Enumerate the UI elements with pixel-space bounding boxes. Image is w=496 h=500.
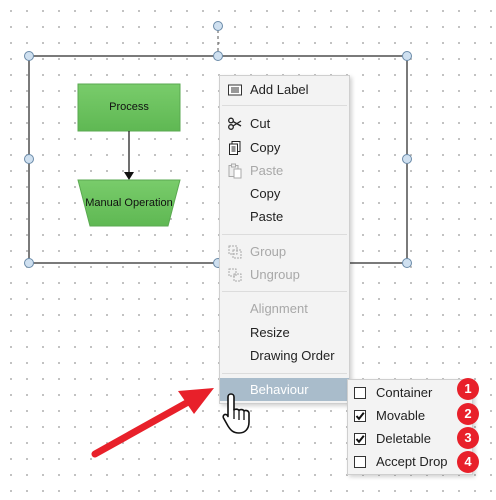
ungroup-icon xyxy=(228,268,242,282)
submenu-label-accept-drop: Accept Drop xyxy=(376,454,448,469)
menu-item-paste-1[interactable]: Paste xyxy=(220,159,349,182)
add-label-icon xyxy=(228,84,242,96)
menu-item-copy-2[interactable]: Copy xyxy=(220,182,349,205)
menu-separator xyxy=(222,234,347,235)
menu-item-copy-1[interactable]: Copy xyxy=(220,136,349,159)
manual-operation-node[interactable] xyxy=(77,179,181,227)
menu-item-group[interactable]: Group xyxy=(220,240,349,263)
badge-4: 4 xyxy=(457,451,479,473)
connector-arrowhead xyxy=(124,172,134,180)
check-icon xyxy=(355,435,365,444)
accept-drop-checkbox[interactable] xyxy=(354,456,366,468)
menu-item-paste-2[interactable]: Paste xyxy=(220,205,349,228)
copy-icon xyxy=(229,141,241,155)
paste-icon xyxy=(228,163,242,179)
process-node[interactable] xyxy=(77,83,181,132)
container-checkbox[interactable] xyxy=(354,387,366,399)
menu-label-drawing-order: Drawing Order xyxy=(250,348,335,363)
menu-separator xyxy=(222,373,347,374)
context-menu: Add Label Cut Copy Paste Copy Pa xyxy=(219,75,350,404)
resize-handle-left[interactable] xyxy=(24,154,34,164)
check-icon xyxy=(355,412,365,421)
menu-separator xyxy=(222,105,347,106)
submenu-item-movable[interactable]: Movable xyxy=(348,404,472,427)
menu-label-alignment: Alignment xyxy=(250,301,308,316)
resize-handle-top[interactable] xyxy=(213,51,223,61)
badge-1: 1 xyxy=(457,378,479,400)
menu-label-group: Group xyxy=(250,244,287,259)
submenu-label-movable: Movable xyxy=(376,408,426,423)
menu-item-cut[interactable]: Cut xyxy=(220,112,349,135)
menu-item-behaviour[interactable]: Behaviour xyxy=(220,378,349,401)
menu-label-paste-2: Paste xyxy=(250,209,284,224)
menu-label-behaviour: Behaviour xyxy=(250,382,309,397)
menu-label-resize: Resize xyxy=(250,325,290,340)
resize-handle-right[interactable] xyxy=(402,154,412,164)
menu-label-paste-1: Paste xyxy=(250,163,284,178)
scissors-icon xyxy=(228,117,242,130)
manual-operation-node-label: Manual Operation xyxy=(85,197,173,209)
resize-handle-top-right[interactable] xyxy=(402,51,412,61)
submenu-label-deletable: Deletable xyxy=(376,431,431,446)
resize-handle-bottom-left[interactable] xyxy=(24,258,34,268)
menu-item-alignment[interactable]: Alignment xyxy=(220,297,349,320)
menu-label-copy-1: Copy xyxy=(250,140,281,155)
submenu-item-accept-drop[interactable]: Accept Drop xyxy=(348,450,472,473)
hand-cursor-icon xyxy=(222,393,250,434)
process-node-label: Process xyxy=(109,101,149,113)
menu-label-copy-2: Copy xyxy=(250,186,281,201)
behaviour-submenu: Container Movable Deletable Accept Drop xyxy=(347,379,473,475)
menu-item-add-label[interactable]: Add Label xyxy=(220,78,349,101)
menu-item-ungroup[interactable]: Ungroup xyxy=(220,263,349,286)
badge-3: 3 xyxy=(457,427,479,449)
menu-label-ungroup: Ungroup xyxy=(250,267,300,282)
submenu-item-container[interactable]: Container xyxy=(348,381,472,404)
menu-item-drawing-order[interactable]: Drawing Order xyxy=(220,344,349,367)
menu-label-cut: Cut xyxy=(250,116,271,131)
submenu-label-container: Container xyxy=(376,385,433,400)
deletable-checkbox[interactable] xyxy=(354,433,366,445)
menu-separator xyxy=(222,291,347,292)
submenu-item-deletable[interactable]: Deletable xyxy=(348,427,472,450)
menu-label-add-label: Add Label xyxy=(250,82,309,97)
badge-2: 2 xyxy=(457,403,479,425)
arrow-head xyxy=(178,388,214,414)
resize-handle-top-left[interactable] xyxy=(24,51,34,61)
movable-checkbox[interactable] xyxy=(354,410,366,422)
rotate-handle[interactable] xyxy=(213,21,223,31)
arrow-shaft xyxy=(91,397,194,458)
group-icon xyxy=(228,245,242,259)
resize-handle-bottom-right[interactable] xyxy=(402,258,412,268)
menu-item-resize[interactable]: Resize xyxy=(220,321,349,344)
